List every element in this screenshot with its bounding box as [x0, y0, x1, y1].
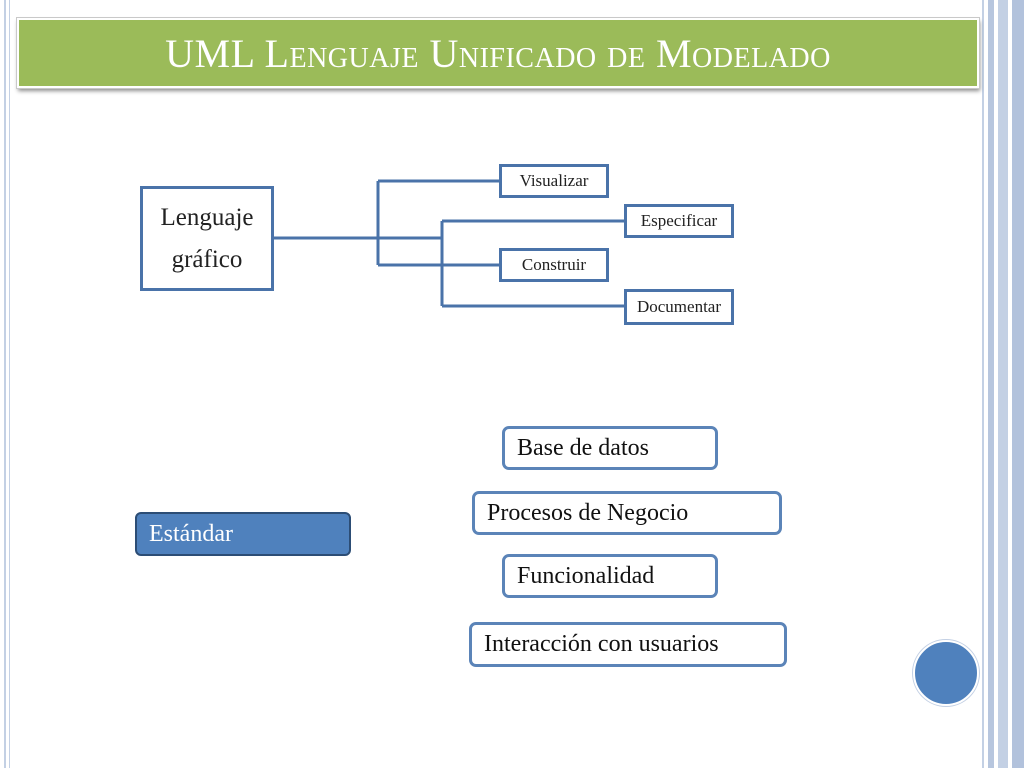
node-visualizar: Visualizar [499, 164, 609, 198]
item-procesos-de-negocio: Procesos de Negocio [472, 491, 782, 535]
node-root-line1: Lenguaje [160, 203, 254, 231]
decorative-circle [913, 640, 979, 706]
node-documentar: Documentar [624, 289, 734, 325]
node-lenguaje-grafico: Lenguaje gráfico [140, 186, 274, 291]
item-base-de-datos: Base de datos [502, 426, 718, 470]
slide-frame-right-c [998, 0, 1008, 768]
item-funcionalidad: Funcionalidad [502, 554, 718, 598]
title-bar: UML Lenguaje Unificado de Modelado [16, 17, 980, 89]
node-construir: Construir [499, 248, 609, 282]
slide-title: UML Lenguaje Unificado de Modelado [165, 30, 831, 76]
node-estandar: Estándar [135, 512, 351, 556]
slide-frame-left-inner [9, 0, 10, 768]
item-interaccion-con-usuarios: Interacción con usuarios [469, 622, 787, 667]
slide-frame-left-outer [4, 0, 6, 768]
slide-frame-right-d [1012, 0, 1024, 768]
slide-frame-right-b [988, 0, 994, 768]
node-root-line2: gráfico [171, 245, 243, 273]
slide-frame-right-a [982, 0, 984, 768]
node-especificar: Especificar [624, 204, 734, 238]
